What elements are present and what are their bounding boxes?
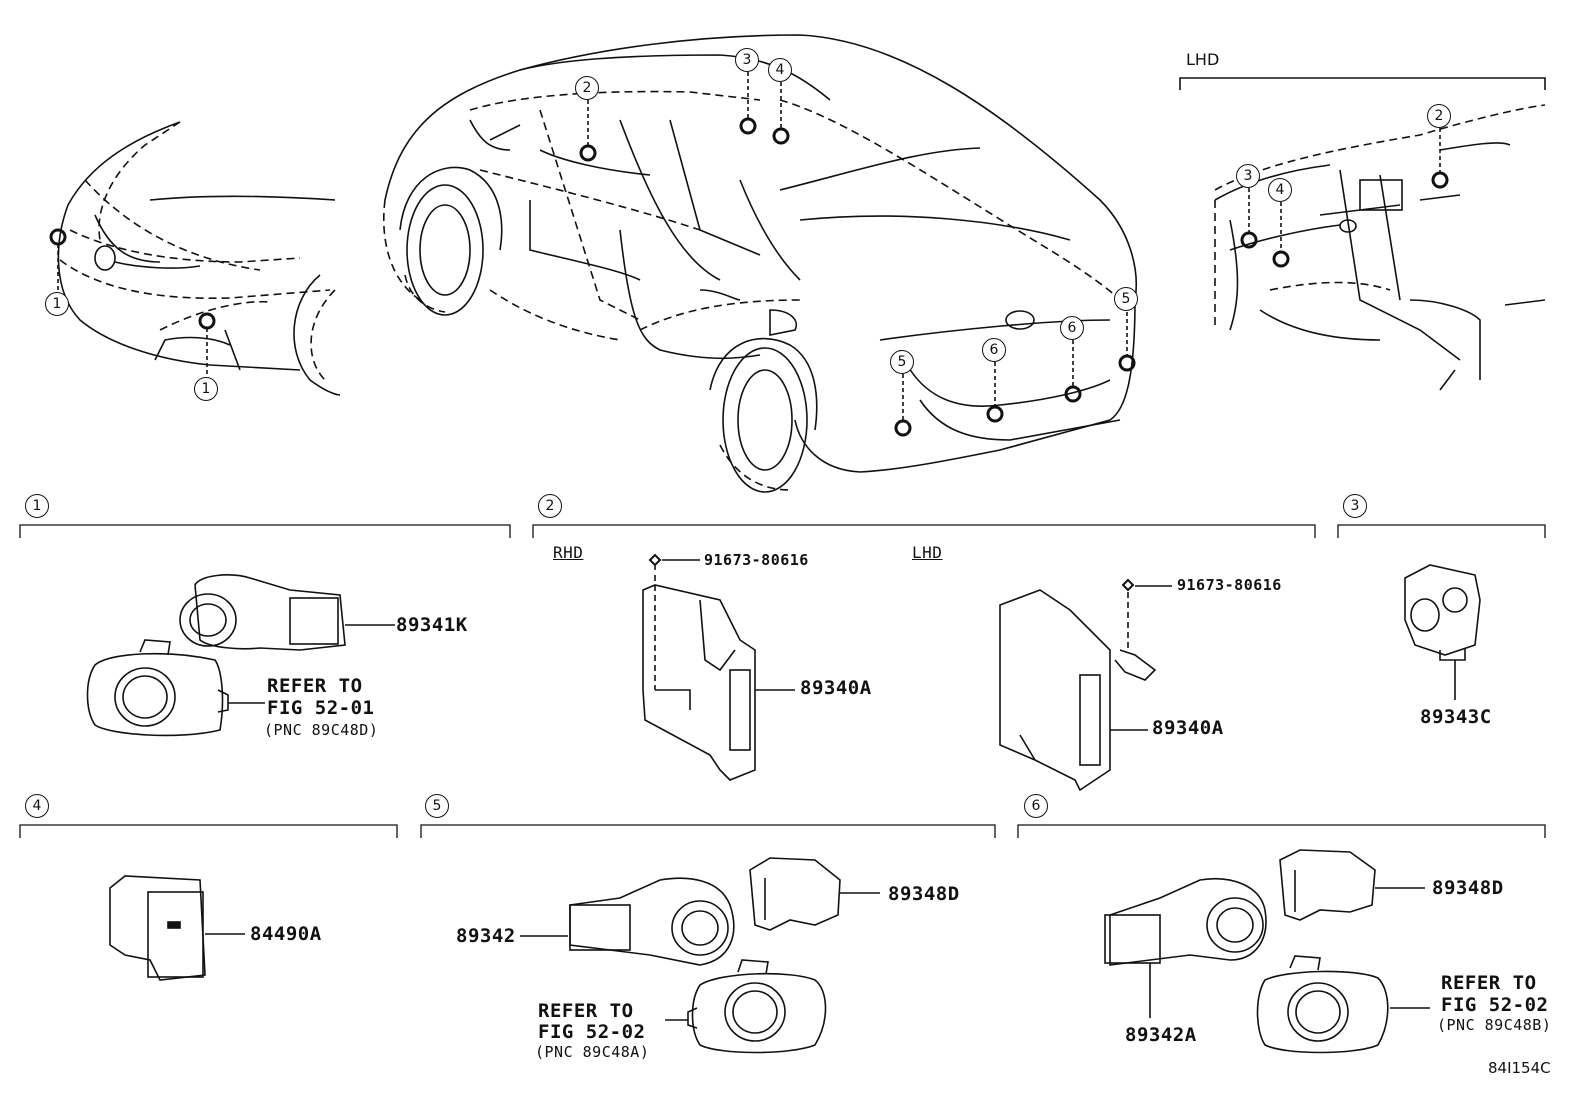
section-6-number: 6 <box>1024 794 1048 818</box>
section-5-parts <box>520 857 880 1054</box>
part-89343C: 89343C <box>1420 706 1492 728</box>
callout-5-right: 5 <box>1114 287 1138 311</box>
section-5-number: 5 <box>425 794 449 818</box>
callout-2-vehicle: 2 <box>575 76 599 100</box>
ref-6-line1: REFER TO <box>1441 972 1537 994</box>
ref-6-line2: FIG 52-02 <box>1441 994 1549 1016</box>
section-1-number: 1 <box>25 494 49 518</box>
section-2-number: 2 <box>538 494 562 518</box>
part-89348D-6: 89348D <box>1432 877 1504 899</box>
ref-5-line3: (PNC 89C48A) <box>535 1043 650 1061</box>
section-2-parts <box>642 553 1172 792</box>
section-4-number: 4 <box>25 794 49 818</box>
callout-2-dash: 2 <box>1427 104 1451 128</box>
part-84490A: 84490A <box>250 923 322 945</box>
callout-1-right: 1 <box>194 377 218 401</box>
ref-1-line1: REFER TO <box>267 675 363 697</box>
part-89342A: 89342A <box>1125 1024 1197 1046</box>
callout-4-vehicle: 4 <box>768 58 792 82</box>
part-89341K: 89341K <box>396 614 468 636</box>
callout-6-left: 6 <box>982 338 1006 362</box>
rhd-label: RHD <box>553 543 584 562</box>
lhd-dashboard-label: LHD <box>1186 50 1220 69</box>
callout-6-right: 6 <box>1060 316 1084 340</box>
section-3-number: 3 <box>1343 494 1367 518</box>
ref-1-line3: (PNC 89C48D) <box>264 721 379 739</box>
section-4-parts <box>109 875 245 981</box>
part-89340A-rhd: 89340A <box>800 677 872 699</box>
ref-5-line1: REFER TO <box>538 1000 634 1022</box>
illustration-code: 84I154C <box>1488 1059 1551 1077</box>
section-1-parts <box>86 574 395 737</box>
bolt-rhd: 91673-80616 <box>704 551 809 569</box>
callout-1-left: 1 <box>45 292 69 316</box>
dashboard-view <box>1179 77 1546 391</box>
section-6-parts <box>1104 849 1430 1054</box>
front-bumper-view <box>49 121 341 396</box>
section-3-parts <box>1404 564 1481 700</box>
part-89342: 89342 <box>456 925 516 947</box>
ref-1-line2: FIG 52-01 <box>267 697 375 719</box>
ref-5-line2: FIG 52-02 <box>538 1021 646 1043</box>
callout-5-left: 5 <box>890 350 914 374</box>
ref-6-line3: (PNC 89C48B) <box>1437 1016 1552 1034</box>
part-89348D-5: 89348D <box>888 883 960 905</box>
lhd-label: LHD <box>912 543 943 562</box>
vehicle-view <box>382 34 1138 493</box>
bolt-lhd: 91673-80616 <box>1177 576 1282 594</box>
callout-3-dash: 3 <box>1236 164 1260 188</box>
section-brackets <box>19 524 1546 838</box>
callout-4-dash: 4 <box>1268 178 1292 202</box>
callout-3-vehicle: 3 <box>735 48 759 72</box>
part-89340A-lhd: 89340A <box>1152 717 1224 739</box>
